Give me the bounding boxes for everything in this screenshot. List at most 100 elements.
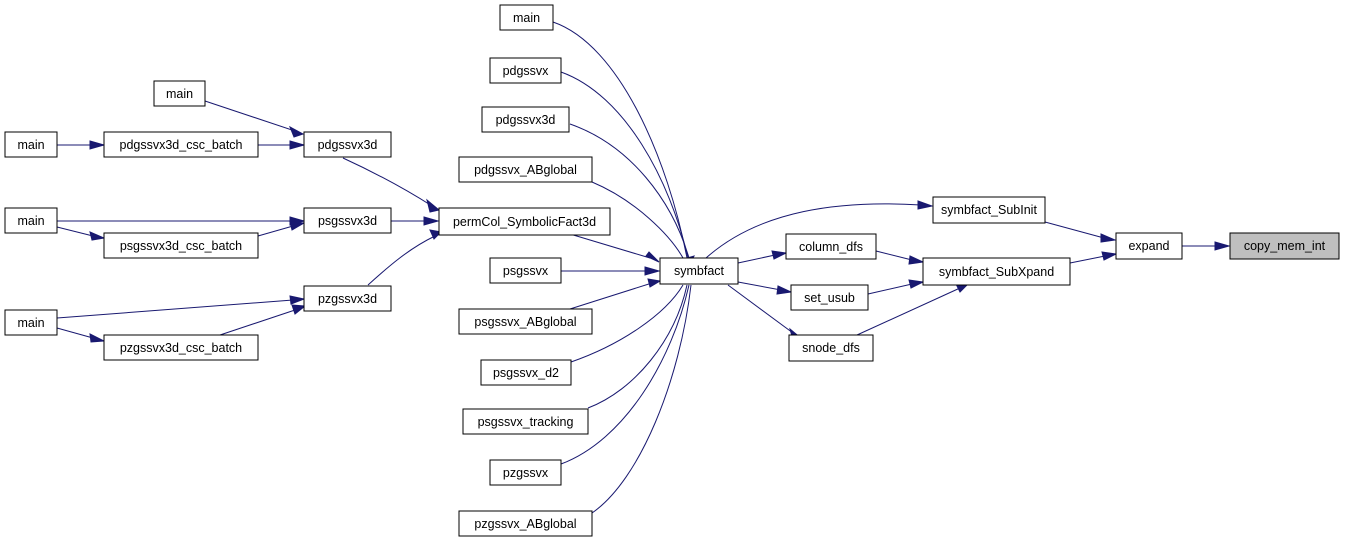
edge-pdgssvx-to-symbfact <box>560 71 689 259</box>
node-pzgssvx3d[interactable]: pzgssvx3d <box>303 285 392 312</box>
node-copy-mem-int[interactable]: copy_mem_int <box>1229 232 1340 260</box>
edge-symbfact-to-column-dfs <box>737 254 776 264</box>
node-label: pdgssvx3d <box>318 138 378 152</box>
arrowhead <box>89 140 106 150</box>
node-main[interactable]: main <box>4 207 58 234</box>
arrowhead <box>89 231 106 241</box>
node-label: psgssvx <box>503 264 549 278</box>
edge-main-to-psgssvx3d-csc-batch <box>56 226 94 237</box>
node-label: psgssvx3d <box>318 214 377 228</box>
edge-psgssvx3d-csc-batch-to-psgssvx3d <box>257 225 294 237</box>
arrowhead <box>771 250 788 260</box>
node-psgssvx3d-csc-batch[interactable]: psgssvx3d_csc_batch <box>103 232 259 259</box>
edge-symbfact-subinit-to-expand <box>1044 221 1105 239</box>
node-psgssvx-tracking[interactable]: psgssvx_tracking <box>462 408 589 435</box>
node-pzgssvx[interactable]: pzgssvx <box>489 459 562 486</box>
node-permCol-SymbolicFact3d[interactable]: permCol_SymbolicFact3d <box>438 207 611 236</box>
node-label: psgssvx3d_csc_batch <box>120 239 242 253</box>
edge-pzgssvx3d-csc-batch-to-pzgssvx3d <box>219 309 296 336</box>
edge-psgssvx-d2-to-symbfact <box>570 284 684 363</box>
edge-psgssvx-ABglobal-to-symbfact <box>569 282 653 310</box>
node-label: pzgssvx3d <box>318 292 377 306</box>
node-label: symbfact_SubXpand <box>939 265 1054 279</box>
edge-main-to-pdgssvx3d <box>204 100 299 133</box>
node-label: psgssvx_tracking <box>478 415 574 429</box>
arrowhead <box>423 216 440 226</box>
edge-symbfact-to-snode-dfs <box>727 284 794 334</box>
node-pdgssvx3d[interactable]: pdgssvx3d <box>481 106 570 133</box>
node-psgssvx[interactable]: psgssvx <box>489 257 562 284</box>
edge-pzgssvx-ABglobal-to-symbfact <box>591 284 692 514</box>
edge-symbfact-to-set-usub <box>737 281 782 291</box>
node-label: main <box>166 87 193 101</box>
arrowhead <box>289 140 306 150</box>
arrowhead <box>644 266 661 276</box>
edge-psgssvx-tracking-to-symbfact <box>587 284 688 409</box>
arrowhead <box>917 200 934 210</box>
node-label: main <box>513 11 540 25</box>
edge-permcol-to-symbfact <box>569 233 651 259</box>
node-main[interactable]: main <box>4 131 58 158</box>
node-label: column_dfs <box>799 240 863 254</box>
edge-main-to-pzgssvx3d-csc-batch <box>56 327 94 339</box>
arrowhead <box>1100 233 1117 243</box>
node-label: psgssvx_ABglobal <box>474 315 576 329</box>
edge-set-usub-to-symbfact-subxpand <box>867 283 913 295</box>
node-pdgssvx3d-csc-batch[interactable]: pdgssvx3d_csc_batch <box>103 131 259 158</box>
node-pdgssvx[interactable]: pdgssvx <box>489 57 562 84</box>
edges <box>56 21 1218 514</box>
node-pdgssvx3d[interactable]: pdgssvx3d <box>303 131 392 158</box>
node-label: expand <box>1128 239 1169 253</box>
node-label: symbfact <box>674 264 725 278</box>
node-label: set_usub <box>804 291 855 305</box>
node-pzgssvx-ABglobal[interactable]: pzgssvx_ABglobal <box>458 510 593 537</box>
arrowhead <box>429 229 443 240</box>
node-label: main <box>17 316 44 330</box>
node-psgssvx3d[interactable]: psgssvx3d <box>303 207 392 234</box>
edge-pdgssvx-ABglobal-to-symbfact <box>591 181 684 259</box>
node-label: pdgssvx3d <box>496 113 556 127</box>
node-pzgssvx3d-csc-batch[interactable]: pzgssvx3d_csc_batch <box>103 334 259 361</box>
arrowhead <box>289 295 306 305</box>
arrowhead <box>89 333 106 343</box>
node-label: pdgssvx <box>503 64 550 78</box>
arrowhead <box>908 255 925 265</box>
edge-column-dfs-to-symbfact-subxpand <box>875 250 913 261</box>
nodes: main pdgssvx pdgssvx3d pdgssvx_ABglobal … <box>4 4 1340 537</box>
node-pdgssvx-ABglobal[interactable]: pdgssvx_ABglobal <box>458 156 593 183</box>
node-label: copy_mem_int <box>1244 239 1326 253</box>
arrowhead <box>776 285 793 295</box>
node-main[interactable]: main <box>499 4 554 31</box>
arrowhead <box>426 198 441 213</box>
node-snode-dfs[interactable]: snode_dfs <box>788 334 874 362</box>
edge-symbfact-subxpand-to-expand <box>1069 255 1106 264</box>
arrowhead <box>291 304 307 315</box>
arrowhead <box>289 221 306 231</box>
node-label: pzgssvx <box>503 466 549 480</box>
node-label: psgssvx_d2 <box>493 366 559 380</box>
arrowhead <box>647 278 662 288</box>
edge-snode-dfs-to-symbfact-subxpand <box>856 287 961 336</box>
node-label: permCol_SymbolicFact3d <box>453 215 596 229</box>
node-label: main <box>17 214 44 228</box>
node-set-usub[interactable]: set_usub <box>790 284 869 311</box>
node-label: snode_dfs <box>802 341 860 355</box>
node-label: pzgssvx3d_csc_batch <box>120 341 242 355</box>
node-psgssvx-ABglobal[interactable]: psgssvx_ABglobal <box>458 308 593 335</box>
node-main[interactable]: main <box>153 80 206 107</box>
node-psgssvx-d2[interactable]: psgssvx_d2 <box>480 359 572 386</box>
node-main[interactable]: main <box>4 309 58 336</box>
node-column-dfs[interactable]: column_dfs <box>785 233 877 260</box>
edge-pzgssvx3d-to-permcol <box>367 235 436 286</box>
edge-symbfact-to-symbfact-subinit <box>705 203 922 259</box>
edge-main-to-symbfact <box>552 21 688 259</box>
node-symbfact-SubXpand[interactable]: symbfact_SubXpand <box>922 257 1071 286</box>
edge-pdgssvx3d-to-permcol <box>342 157 433 207</box>
node-symbfact-SubInit[interactable]: symbfact_SubInit <box>932 196 1046 224</box>
node-expand[interactable]: expand <box>1115 232 1183 260</box>
edge-main-to-pzgssvx3d <box>56 299 294 319</box>
node-symbfact[interactable]: symbfact <box>659 257 739 285</box>
node-label: pzgssvx_ABglobal <box>474 517 576 531</box>
arrowhead <box>1214 241 1231 251</box>
